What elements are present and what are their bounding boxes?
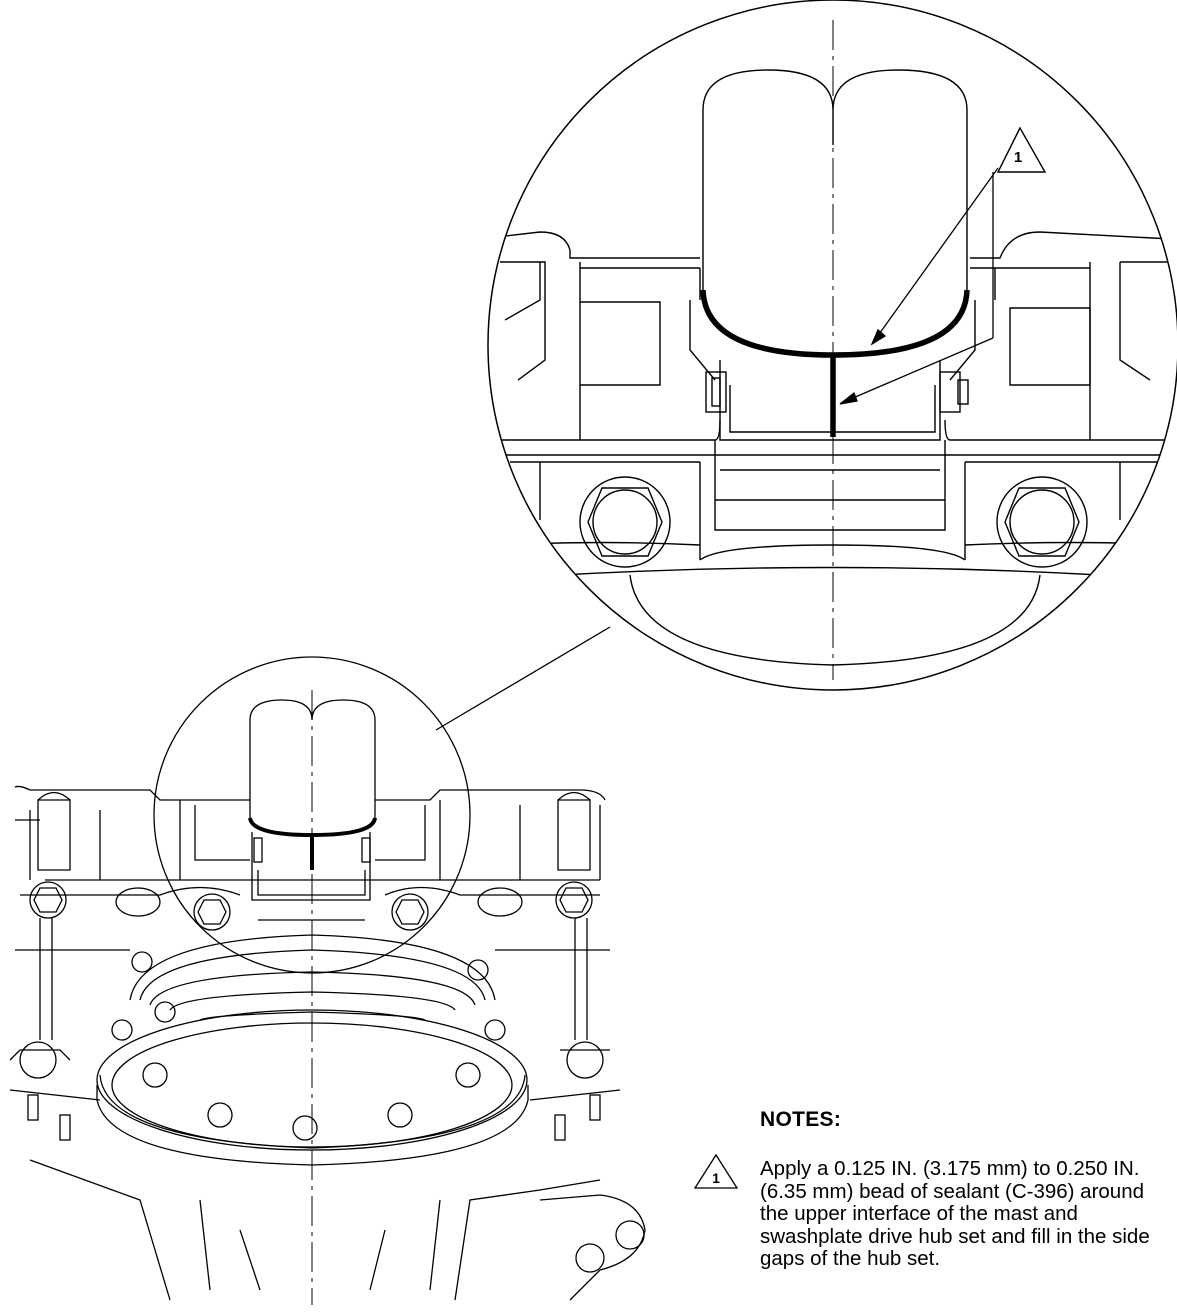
note-flag-triangle: 1 — [693, 1153, 739, 1189]
detail-clamp-bolt-left — [705, 371, 727, 413]
detail-bolt-right — [996, 476, 1088, 568]
mast-detail — [702, 69, 968, 290]
right-post — [557, 791, 591, 871]
callout-leader-lines — [839, 167, 999, 405]
left-post — [37, 791, 71, 871]
detail-circle-border — [487, 0, 1177, 691]
corner-bolts — [29, 881, 593, 931]
callout-1-flag: 1 — [996, 126, 1047, 173]
notes-title: NOTES: — [760, 1108, 842, 1131]
callout-1-label: 1 — [1014, 149, 1022, 166]
detail-bolt-left — [579, 476, 671, 568]
detail-view: 1 — [487, 0, 1177, 691]
sealant-bead-detail — [700, 289, 970, 437]
detail-connector-line — [435, 626, 611, 731]
main-assembly-view — [9, 656, 646, 1305]
note-1-text: Apply a 0.125 IN. (3.175 mm) to 0.250 IN… — [760, 1157, 1150, 1270]
detail-clamp-bolt-right — [939, 371, 969, 413]
ring-bolts — [111, 951, 506, 1141]
note-flag-number: 1 — [712, 1170, 720, 1186]
